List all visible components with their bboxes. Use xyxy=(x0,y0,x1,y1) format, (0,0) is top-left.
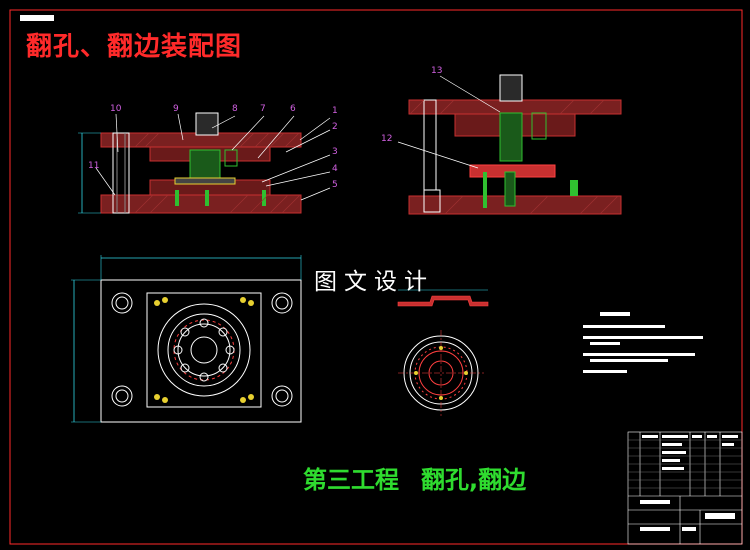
right-punch-head xyxy=(499,74,523,102)
watermark-text: 图文设计 xyxy=(314,269,434,295)
tech-requirements-text xyxy=(583,312,703,373)
right-guide-bush xyxy=(423,189,441,213)
callout-10: 10 xyxy=(110,104,122,114)
callout-12: 12 xyxy=(381,134,393,144)
callout-2: 2 xyxy=(332,122,338,132)
right-die-insert xyxy=(504,171,516,207)
lower-plate xyxy=(100,194,302,214)
plan-die-block xyxy=(146,292,262,408)
drawing-title: 翻孔、翻边装配图 xyxy=(26,32,243,62)
drawing-border xyxy=(9,9,743,545)
process-step-operation: 翻孔,翻边 xyxy=(421,466,527,494)
right-section-view xyxy=(397,74,622,215)
punch-body xyxy=(189,149,221,183)
callout-8: 8 xyxy=(232,104,238,114)
right-upper-plate xyxy=(408,99,622,115)
left-section-view xyxy=(78,112,331,214)
right-stripper xyxy=(531,112,547,140)
blank-part xyxy=(174,177,236,185)
right-screw-1 xyxy=(483,172,487,208)
right-pin xyxy=(570,180,578,196)
part-drawing xyxy=(397,289,489,416)
screw-2 xyxy=(205,190,209,206)
plan-outer-ring xyxy=(157,303,251,397)
callout-11: 11 xyxy=(88,161,100,171)
title-block xyxy=(627,431,743,545)
right-punch-body xyxy=(499,112,523,162)
callout-9: 9 xyxy=(173,104,179,114)
callout-5: 5 xyxy=(332,180,338,190)
callout-6: 6 xyxy=(290,104,296,114)
punch-head xyxy=(195,112,219,136)
part-section xyxy=(397,295,489,307)
screw-3 xyxy=(262,190,266,206)
screw-1 xyxy=(175,190,179,206)
callout-4: 4 xyxy=(332,164,338,174)
plan-outline xyxy=(100,279,302,423)
plan-view xyxy=(71,255,302,423)
callout-7: 7 xyxy=(260,104,266,114)
process-step-name: 第三工程 xyxy=(303,466,399,494)
stripper-part xyxy=(224,149,238,167)
guide-post-left xyxy=(112,132,130,214)
process-step: 第三工程翻孔,翻边 xyxy=(303,460,526,495)
callout-3: 3 xyxy=(332,147,338,157)
callout-13: 13 xyxy=(431,66,443,76)
corner-stamp xyxy=(20,15,54,21)
callout-1: 1 xyxy=(332,106,338,116)
